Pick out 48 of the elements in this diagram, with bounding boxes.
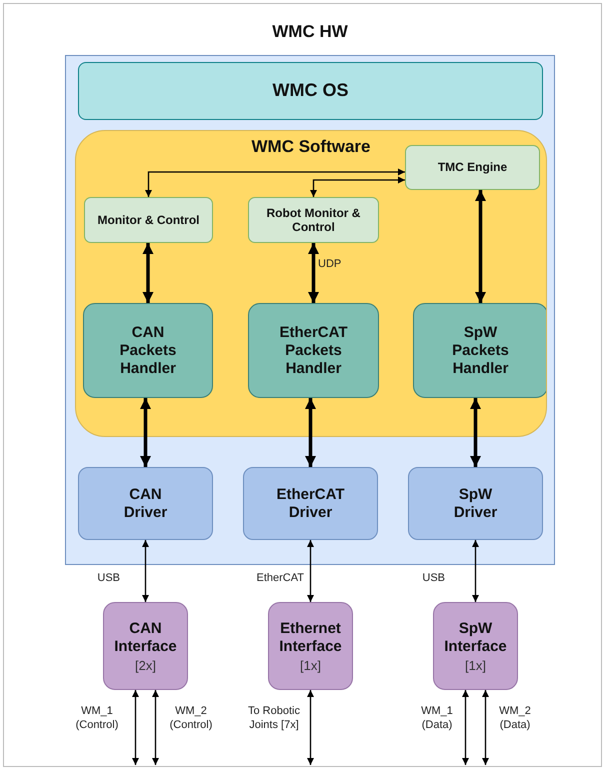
node-label: SpW Packets Handler bbox=[451, 324, 510, 378]
node-label: Monitor & Control bbox=[98, 212, 200, 228]
software-container bbox=[75, 130, 547, 437]
node-label: CAN Driver bbox=[122, 486, 168, 522]
os-box bbox=[78, 62, 543, 120]
node-label: CAN Packets Handler bbox=[118, 324, 178, 378]
arrow bbox=[472, 540, 479, 602]
module-box bbox=[84, 197, 213, 243]
node-label: EtherCAT Packets Handler bbox=[278, 324, 349, 378]
node-label: Robot Monitor & Control bbox=[266, 206, 362, 234]
node-label: EtherCAT Driver bbox=[275, 486, 346, 522]
container-title: WMC HW bbox=[271, 22, 349, 42]
arrow bbox=[132, 690, 139, 765]
quantity-label: [2x] bbox=[135, 658, 156, 672]
module-box bbox=[405, 145, 540, 190]
arrow bbox=[307, 690, 314, 765]
arrow bbox=[142, 243, 154, 303]
module-box bbox=[248, 197, 379, 243]
arrow bbox=[470, 398, 481, 467]
interface-box bbox=[103, 602, 188, 690]
arrow bbox=[140, 398, 151, 467]
arrow bbox=[462, 690, 469, 765]
node-label: SpW Interface bbox=[443, 620, 508, 656]
node-label: WMC OS bbox=[272, 80, 348, 102]
interface-box bbox=[268, 602, 353, 690]
interface-box bbox=[433, 602, 518, 690]
driver-box bbox=[243, 467, 378, 540]
arrow bbox=[307, 540, 314, 602]
node-label: TMC Engine bbox=[438, 160, 508, 175]
container-title: WMC Software bbox=[250, 137, 372, 158]
handler-box bbox=[83, 303, 213, 398]
handler-box bbox=[413, 303, 546, 398]
driver-box bbox=[78, 467, 213, 540]
node-label: CAN Interface bbox=[113, 620, 178, 656]
node-label: SpW Driver bbox=[452, 486, 498, 522]
handler-box bbox=[248, 303, 379, 398]
quantity-label: [1x] bbox=[465, 658, 486, 672]
node-label: Ethernet Interface bbox=[278, 620, 343, 656]
arrow bbox=[475, 190, 486, 303]
arrow bbox=[305, 398, 316, 467]
arrow bbox=[310, 176, 405, 197]
driver-box bbox=[408, 467, 543, 540]
arrow bbox=[482, 690, 489, 765]
arrow bbox=[145, 168, 405, 197]
arrow bbox=[308, 243, 319, 303]
quantity-label: [1x] bbox=[300, 658, 321, 672]
arrow bbox=[152, 690, 159, 765]
arrow bbox=[142, 540, 149, 602]
